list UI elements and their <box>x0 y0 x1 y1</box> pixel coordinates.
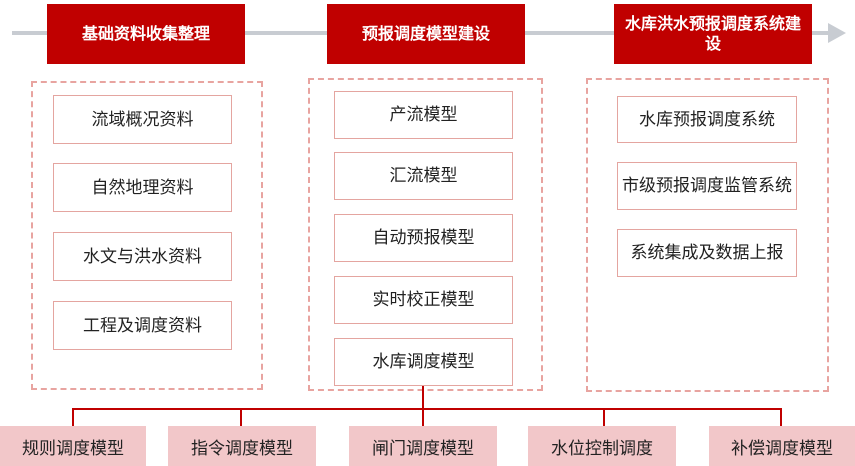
connector-drop <box>422 408 424 426</box>
stage-2-item: 产流模型 <box>334 91 513 139</box>
stage-2-item: 水库调度模型 <box>334 338 513 386</box>
stage-3-item: 水库预报调度系统 <box>617 96 797 143</box>
stage-1-item: 工程及调度资料 <box>53 301 232 350</box>
connector-drop <box>240 408 242 426</box>
stage-3-header: 水库洪水预报调度系统建设 <box>614 4 812 64</box>
stage-3-item: 市级预报调度监管系统 <box>617 162 797 210</box>
dispatch-model-box: 规则调度模型 <box>0 426 146 466</box>
stage-1-header: 基础资料收集整理 <box>47 4 245 64</box>
stage-1-item: 流域概况资料 <box>53 95 232 144</box>
connector-horizontal <box>72 408 782 410</box>
stage-3-group <box>586 78 829 392</box>
stage-1-item: 水文与洪水资料 <box>53 232 232 281</box>
stage-2-group <box>308 78 543 391</box>
dispatch-model-box: 水位控制调度 <box>528 426 676 466</box>
connector-drop <box>780 408 782 426</box>
stage-1-item: 自然地理资料 <box>53 163 232 212</box>
stage-2-item: 汇流模型 <box>334 152 513 200</box>
connector-stem <box>422 386 424 410</box>
dispatch-model-box: 指令调度模型 <box>168 426 316 466</box>
progress-arrow-head <box>828 23 846 43</box>
stage-2-item: 自动预报模型 <box>334 214 513 262</box>
connector-drop <box>603 408 605 426</box>
stage-2-header: 预报调度模型建设 <box>327 4 525 64</box>
dispatch-model-box: 补偿调度模型 <box>709 426 855 466</box>
stage-2-item: 实时校正模型 <box>334 276 513 324</box>
connector-drop <box>72 408 74 426</box>
stage-3-item: 系统集成及数据上报 <box>617 229 797 277</box>
stage-1-group <box>31 81 263 390</box>
dispatch-model-box: 闸门调度模型 <box>349 426 497 466</box>
